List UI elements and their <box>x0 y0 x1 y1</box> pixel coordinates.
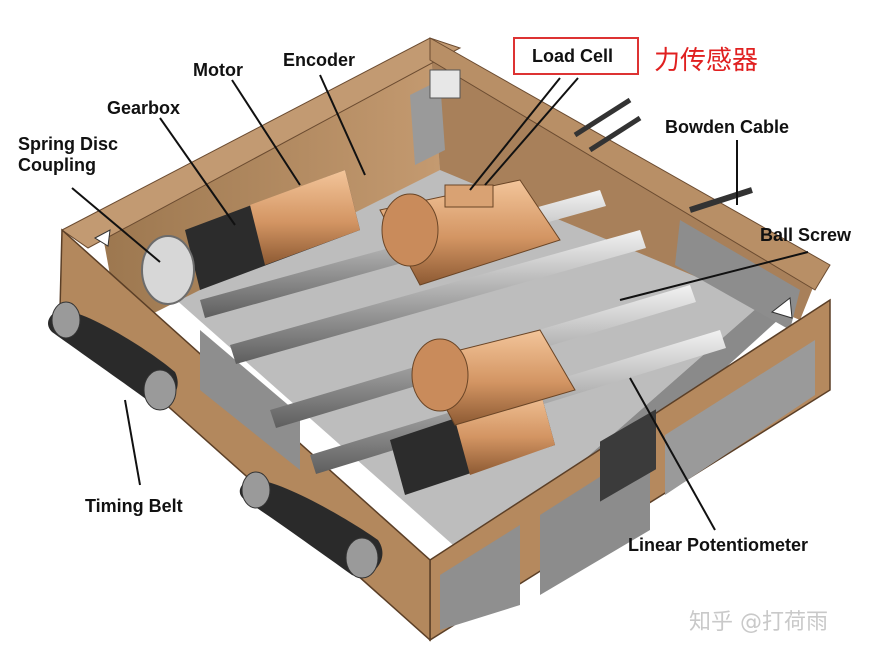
top-rail-right <box>429 37 831 291</box>
label-load-cell: Load Cell <box>532 46 614 66</box>
timing-belt-front <box>239 471 383 579</box>
label-ball-screw: Ball Screw <box>760 225 852 245</box>
label-spring-disc-coupling: Spring Disc Coupling <box>18 134 119 175</box>
front-right-cutout <box>440 525 520 630</box>
watermark: 知乎 @打荷雨 <box>689 610 828 635</box>
label-load-cell-chinese: 力传感器 <box>654 46 759 76</box>
label-bowden-cable: Bowden Cable <box>665 117 790 137</box>
label-gearbox: Gearbox <box>107 98 181 118</box>
label-encoder: Encoder <box>283 50 356 70</box>
back-wall-cutout <box>410 80 445 165</box>
callout-lines <box>71 74 809 531</box>
label-linear-potentiometer: Linear Potentiometer <box>628 535 809 555</box>
corner-gusset <box>93 229 111 247</box>
top-rail-back <box>61 37 462 249</box>
back-wall-cutout <box>675 220 800 330</box>
spring-disc-coupling <box>141 235 195 305</box>
corner-gusset <box>770 297 793 319</box>
label-motor: Motor <box>193 60 243 80</box>
timing-belt-rear <box>48 301 178 411</box>
load-cell-callout-box <box>513 37 639 75</box>
label-timing-belt: Timing Belt <box>85 496 183 516</box>
bowden-cables <box>573 97 753 213</box>
carriage-rear <box>379 179 561 286</box>
front-right-cutout <box>665 340 815 495</box>
load-cell-part <box>444 184 494 208</box>
corner-gusset <box>429 69 461 99</box>
carriage-front <box>411 329 576 426</box>
cooling-fan <box>600 409 656 502</box>
front-left-cutout <box>200 330 300 470</box>
motor-assembly-rear <box>141 170 360 305</box>
